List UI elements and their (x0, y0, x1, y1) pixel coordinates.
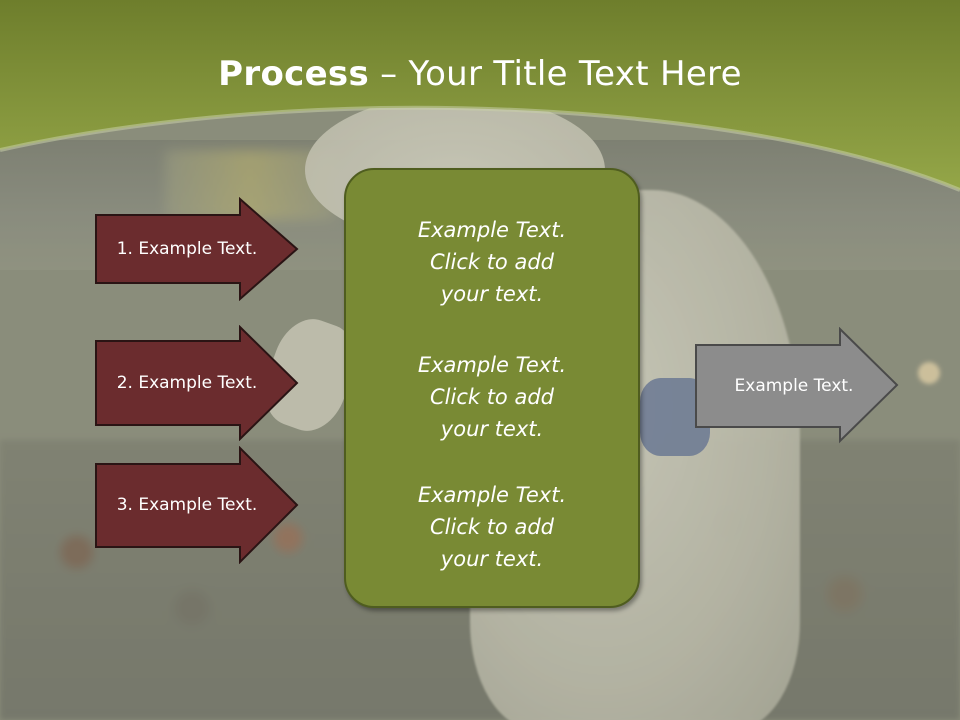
paragraph-line: your text. (440, 547, 544, 571)
paragraph-line: Click to add (429, 250, 554, 274)
arrow-label-1: 1. Example Text. (116, 239, 258, 259)
content-paragraph-2: Example Text. Click to add your text. (346, 349, 638, 445)
paragraph-line: Example Text. (417, 218, 567, 242)
paragraph-line: Click to add (429, 515, 554, 539)
stadium-light (918, 362, 940, 384)
result-arrow-label: Example Text. (734, 376, 854, 396)
title-bold: Process (218, 54, 370, 94)
header-band (0, 0, 960, 192)
process-arrow-3[interactable]: 3. Example Text. (94, 445, 300, 565)
content-paragraph-1: Example Text. Click to add your text. (346, 214, 638, 310)
arrow-shape (695, 326, 899, 444)
paragraph-line: Click to add (429, 385, 554, 409)
process-arrow-1[interactable]: 1. Example Text. (94, 196, 300, 302)
content-box[interactable]: Example Text. Click to add your text. Ex… (344, 168, 640, 608)
paragraph-line: your text. (440, 282, 544, 306)
paragraph-line: your text. (440, 417, 544, 441)
arrow-label-3: 3. Example Text. (116, 495, 258, 515)
arrow-shape (95, 324, 299, 442)
arrow-shape (95, 445, 299, 565)
slide-title[interactable]: Process – Your Title Text Here (0, 54, 960, 94)
content-paragraph-3: Example Text. Click to add your text. (346, 479, 638, 575)
paragraph-line: Example Text. (417, 483, 567, 507)
paragraph-line: Example Text. (417, 353, 567, 377)
title-rest: – Your Title Text Here (369, 54, 742, 94)
process-arrow-2[interactable]: 2. Example Text. (94, 324, 300, 442)
arrow-shape (95, 196, 299, 302)
result-arrow[interactable]: Example Text. (694, 326, 900, 445)
arrow-label-2: 2. Example Text. (116, 373, 258, 393)
